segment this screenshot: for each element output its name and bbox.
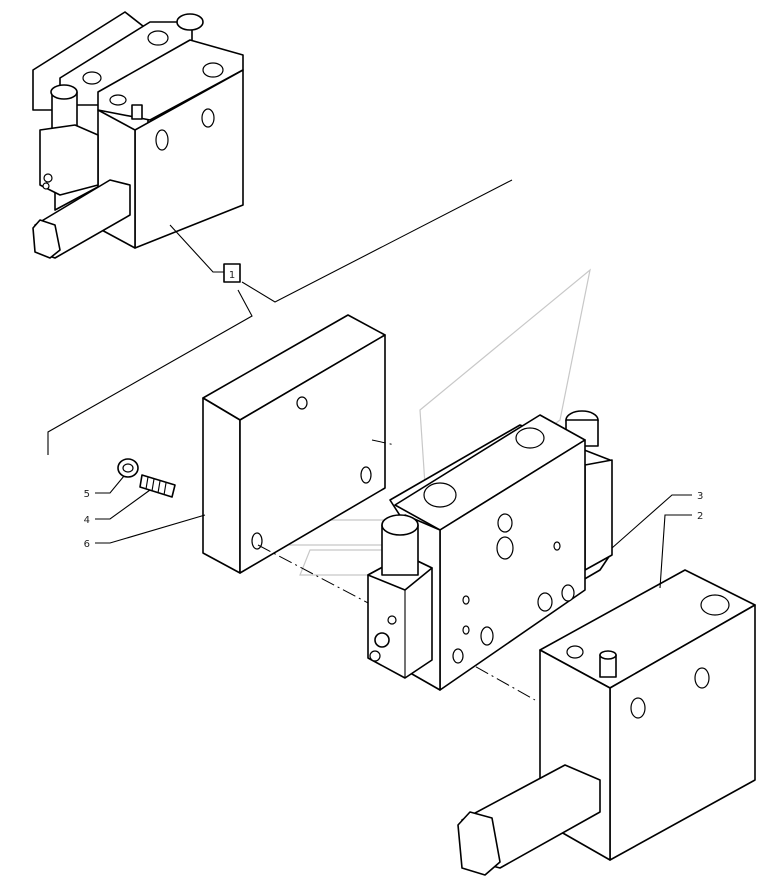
ref-box-label: 1 bbox=[229, 270, 235, 281]
bottom-end-block bbox=[457, 569, 756, 876]
callout-label-6: 6 bbox=[84, 539, 90, 550]
callout-label-2: 2 bbox=[697, 511, 703, 522]
top-valve-assembly bbox=[32, 11, 244, 259]
callout-label-5: 5 bbox=[84, 489, 90, 500]
middle-valve-section bbox=[367, 410, 613, 691]
ref-box-1 bbox=[223, 263, 241, 283]
reference-callout: 1 bbox=[47, 179, 513, 455]
callout-label-4: 4 bbox=[84, 515, 90, 526]
gasket-plate bbox=[202, 314, 386, 574]
alignment-line-3 bbox=[371, 439, 396, 446]
callout-label-3: 3 bbox=[697, 491, 703, 502]
alignment-line-1 bbox=[257, 544, 373, 606]
nut-and-stud bbox=[117, 458, 176, 498]
alignment-line-2 bbox=[454, 654, 536, 701]
callout-leaders bbox=[95, 475, 692, 589]
